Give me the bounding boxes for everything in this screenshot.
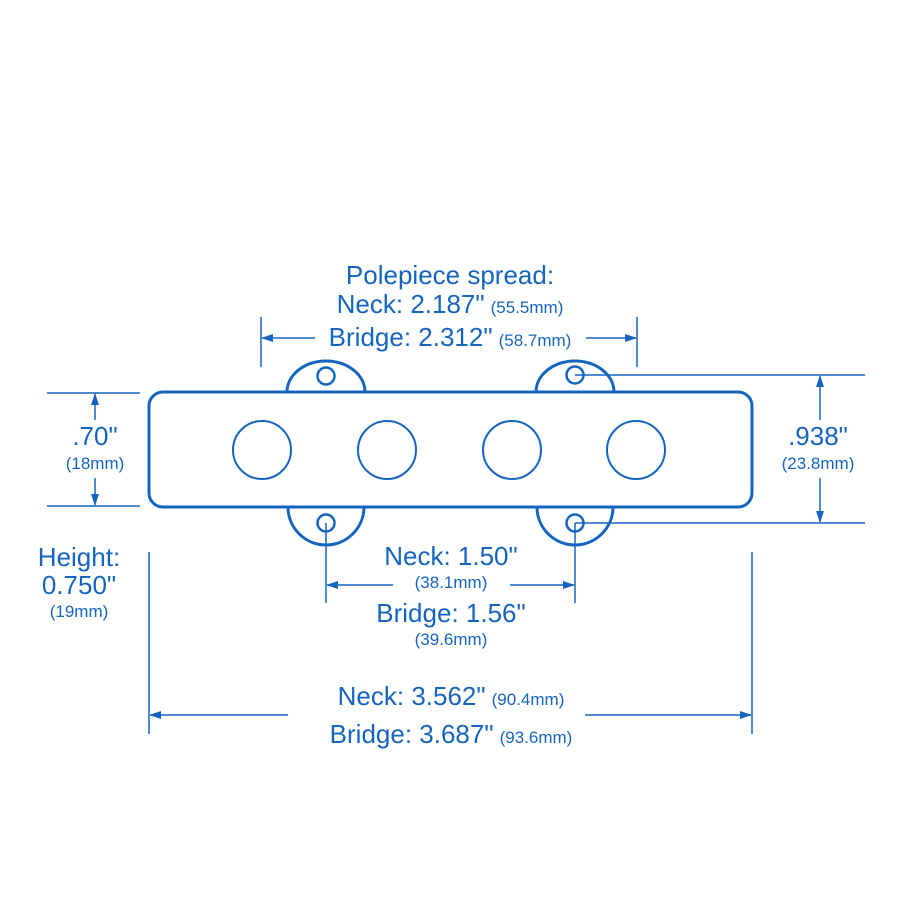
overall-length-bridge: Bridge: 3.687"(93.6mm) — [330, 719, 573, 749]
polepiece-2 — [357, 420, 417, 480]
body-height-dimension — [47, 392, 140, 507]
height-metric: (19mm) — [50, 602, 109, 621]
pickup-body — [147, 390, 754, 509]
mount-spacing-bridge: Bridge: 1.56" — [376, 598, 525, 628]
tab-width-dimension — [575, 374, 865, 524]
overall-length-neck: Neck: 3.562"(90.4mm) — [338, 681, 565, 711]
overall-length-dimension — [148, 552, 753, 734]
polepiece-spread-neck: Neck: 2.187"(55.5mm) — [337, 289, 564, 319]
polepiece-spread-bridge: Bridge: 2.312"(58.7mm) — [329, 322, 572, 352]
body-height-value: .70" — [72, 421, 117, 451]
polepiece-1 — [232, 420, 292, 480]
tab-width-value: .938" — [788, 421, 848, 451]
mount-tab-top-left — [285, 359, 367, 393]
mount-spacing-neck-metric: (38.1mm) — [415, 573, 488, 592]
mount-spacing-bridge-metric: (39.6mm) — [415, 630, 488, 649]
polepiece-spread-dimension — [260, 317, 638, 367]
polepiece-4 — [606, 420, 666, 480]
height-label: Height: — [38, 542, 120, 572]
tab-width-metric: (23.8mm) — [782, 454, 855, 473]
polepiece-spread-title: Polepiece spread: — [346, 260, 554, 290]
height-value: 0.750" — [42, 570, 116, 600]
mount-spacing-dimension — [325, 523, 576, 603]
polepiece-3 — [482, 420, 542, 480]
body-height-metric: (18mm) — [66, 454, 125, 473]
mount-hole-top-left — [316, 366, 336, 386]
mount-tab-top-right — [534, 359, 616, 393]
mount-spacing-neck: Neck: 1.50" — [384, 541, 518, 571]
